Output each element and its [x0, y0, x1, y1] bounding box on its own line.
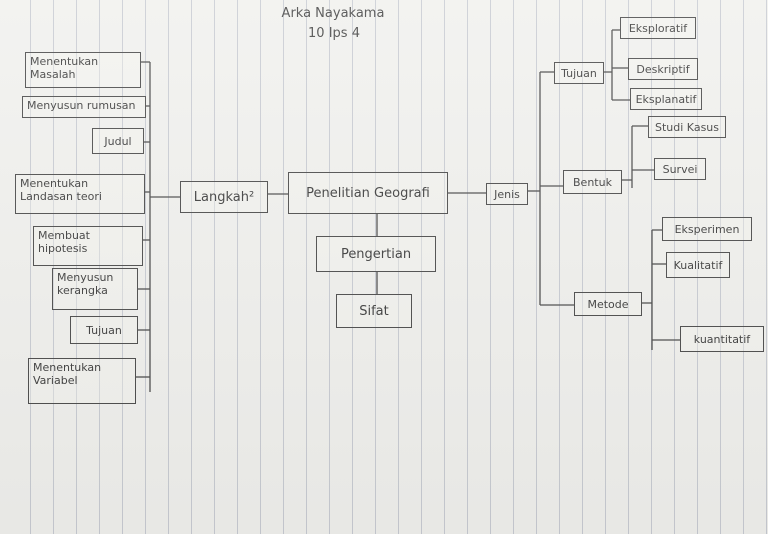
item-survei: Survei [654, 158, 706, 180]
tujuan-node: Tujuan [554, 62, 604, 84]
author-name: Arka Nayakama [281, 6, 385, 21]
item-studi-kasus: Studi Kasus [648, 116, 726, 138]
step-judul: Judul [92, 128, 144, 154]
jenis-node: Jenis [486, 183, 528, 205]
step-membuat-hipotesis: Membuat hipotesis [33, 226, 143, 266]
step-menyusun-rumusan: Menyusun rumusan [22, 96, 146, 118]
item-eksplanatif: Eksplanatif [630, 88, 702, 110]
item-kuantitatif: kuantitatif [680, 326, 764, 352]
item-eksploratif: Eksploratif [620, 17, 696, 39]
item-eksperimen: Eksperimen [662, 217, 752, 241]
step-menentukan-variabel: Menentukan Variabel [28, 358, 136, 404]
bentuk-node: Bentuk [563, 170, 622, 194]
step-menyusun-kerangka: Menyusun kerangka [52, 268, 138, 310]
main-topic: Penelitian Geografi [288, 172, 448, 214]
metode-node: Metode [574, 292, 642, 316]
step-tujuan: Tujuan [70, 316, 138, 344]
step-menentukan-landasan-teori: Menentukan Landasan teori [15, 174, 145, 214]
nature-node: Sifat [336, 294, 412, 328]
item-deskriptif: Deskriptif [628, 58, 698, 80]
langkah-node: Langkah² [180, 181, 268, 213]
step-menentukan-masalah: Menentukan Masalah [25, 52, 141, 88]
item-kualitatif: Kualitatif [666, 252, 730, 278]
definition-node: Pengertian [316, 236, 436, 272]
class-label: 10 Ips 4 [308, 26, 360, 41]
